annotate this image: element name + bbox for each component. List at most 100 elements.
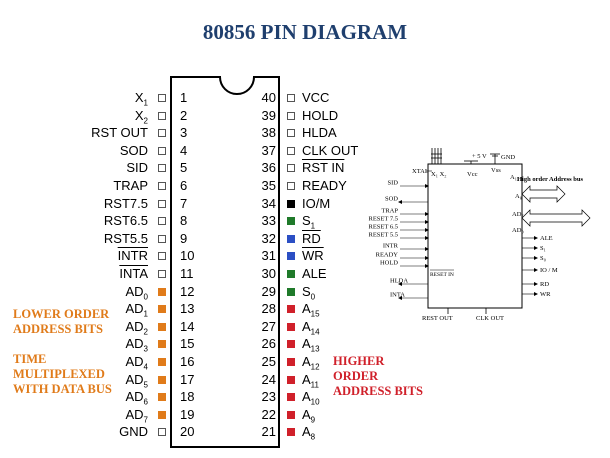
bd-left-signal-6: INTR bbox=[383, 243, 399, 250]
pin-marker-21 bbox=[287, 428, 295, 437]
pin-label-10: INTR bbox=[117, 248, 148, 264]
bd-vss-inside: Vss bbox=[491, 167, 501, 174]
pin-label-40: VCC bbox=[302, 90, 330, 105]
pin-number-39: 39 bbox=[261, 107, 276, 123]
pin-label-26: A13 bbox=[302, 336, 320, 354]
pin-marker-15 bbox=[158, 340, 166, 349]
pin-number-21: 21 bbox=[261, 424, 276, 440]
pin-number-30: 30 bbox=[261, 266, 276, 281]
pin-marker-32 bbox=[287, 234, 295, 243]
pin-number-16: 16 bbox=[180, 354, 195, 369]
pin-label-16: AD4 bbox=[125, 354, 148, 372]
bd-x1x2: X₁ X₂ bbox=[431, 171, 447, 178]
bd-ad7: AD₇ bbox=[512, 211, 524, 218]
pin-label-38: HLDA bbox=[302, 125, 337, 141]
pin-number-3: 3 bbox=[180, 125, 188, 141]
pin-marker-23 bbox=[287, 393, 295, 402]
pin-label-29: S0 bbox=[302, 283, 316, 302]
chip-top-edge-right bbox=[253, 76, 280, 78]
bd-right-signal-0: ALE bbox=[540, 235, 553, 242]
pin-number-35: 35 bbox=[261, 178, 276, 193]
pin-number-7: 7 bbox=[180, 195, 188, 211]
bd-left-signal-5: RESET 5.5 bbox=[369, 232, 399, 239]
bd-high-bus-arrow bbox=[521, 185, 566, 203]
pin-label-14: AD2 bbox=[125, 318, 148, 337]
pin-marker-35 bbox=[287, 182, 295, 190]
pin-marker-24 bbox=[287, 375, 295, 384]
pin-label-17: AD5 bbox=[125, 371, 148, 390]
pin-number-8: 8 bbox=[180, 213, 188, 229]
pin-label-39: HOLD bbox=[302, 107, 339, 123]
pin-number-31: 31 bbox=[261, 248, 276, 264]
pin-number-23: 23 bbox=[261, 389, 276, 405]
bd-left-output-0: HLDA bbox=[390, 278, 408, 285]
bd-right-signal-2: S₀ bbox=[540, 255, 546, 262]
pin-label-31: WR bbox=[302, 248, 324, 264]
pin-label-24: A11 bbox=[302, 371, 319, 390]
pin-number-26: 26 bbox=[261, 336, 276, 352]
pin-label-2: X2 bbox=[134, 107, 148, 126]
pin-marker-39 bbox=[287, 111, 295, 120]
pin-number-32: 32 bbox=[261, 230, 276, 246]
pin-marker-31 bbox=[287, 252, 295, 261]
pin-number-10: 10 bbox=[180, 248, 195, 264]
bd-ad0: AD₀ bbox=[512, 227, 524, 234]
bd-right-signal-4: RD bbox=[540, 281, 549, 288]
chip-notch bbox=[219, 76, 255, 95]
pin-number-12: 12 bbox=[180, 283, 195, 299]
bd-left-signal-4: RESET 6.5 bbox=[369, 224, 399, 231]
pin-marker-17 bbox=[158, 375, 166, 384]
pin-label-22: A9 bbox=[302, 406, 316, 425]
pin-label-37: CLK OUT bbox=[302, 142, 359, 158]
bd-vcc: + 5 V bbox=[472, 153, 487, 160]
pin-marker-9 bbox=[158, 234, 166, 243]
pin-number-2: 2 bbox=[180, 107, 188, 123]
pin-number-20: 20 bbox=[180, 424, 195, 440]
pin-marker-26 bbox=[287, 340, 295, 349]
pin-marker-40 bbox=[287, 94, 295, 102]
pin-number-27: 27 bbox=[261, 318, 276, 334]
bd-xtal: XTAL bbox=[412, 168, 429, 175]
pin-number-38: 38 bbox=[261, 125, 276, 141]
pin-number-15: 15 bbox=[180, 336, 195, 352]
chip-body bbox=[170, 76, 280, 448]
pin-label-11: INTA bbox=[119, 266, 148, 281]
pin-number-19: 19 bbox=[180, 406, 195, 422]
pin-label-35: READY bbox=[302, 178, 347, 193]
pin-marker-20 bbox=[158, 428, 166, 437]
pin-label-21: A8 bbox=[302, 424, 316, 442]
pin-label-27: A14 bbox=[302, 318, 320, 337]
pin-label-1: X1 bbox=[134, 90, 148, 108]
pin-label-7: RST7.5 bbox=[103, 195, 148, 211]
pin-number-22: 22 bbox=[261, 406, 276, 422]
note-time-multiplexed: TIME MULTIPLEXED WITH DATA BUS bbox=[13, 352, 112, 396]
pin-marker-34 bbox=[287, 199, 295, 208]
pin-label-23: A10 bbox=[302, 389, 320, 407]
pin-number-1: 1 bbox=[180, 90, 188, 105]
pin-label-19: AD7 bbox=[125, 406, 148, 425]
pin-label-18: AD6 bbox=[125, 389, 148, 407]
pin-marker-18 bbox=[158, 393, 166, 402]
block-diagram: XTAL + 5 V GND X₁ X₂ Vcc Vss A₁₅ A₈ High… bbox=[369, 148, 591, 322]
pin-marker-30 bbox=[287, 270, 295, 278]
pin-marker-27 bbox=[287, 322, 295, 331]
pin-number-14: 14 bbox=[180, 318, 195, 334]
pin-number-36: 36 bbox=[261, 160, 276, 176]
pin-number-5: 5 bbox=[180, 160, 188, 176]
bd-a8: A₈ bbox=[515, 193, 522, 200]
pin-label-9: RST5.5 bbox=[103, 230, 148, 246]
bd-left-output-1: INTA bbox=[390, 292, 405, 299]
pin-marker-10 bbox=[158, 252, 166, 261]
pin-number-9: 9 bbox=[180, 230, 188, 246]
page-title: 80856 PIN DIAGRAM bbox=[202, 20, 408, 44]
pin-marker-28 bbox=[287, 305, 295, 314]
pin-number-24: 24 bbox=[261, 371, 276, 387]
pin-label-12: AD0 bbox=[125, 283, 148, 302]
block-body bbox=[427, 163, 523, 309]
bd-left-signal-0: SID bbox=[388, 180, 399, 187]
pin-marker-6 bbox=[158, 182, 166, 190]
pin-marker-13 bbox=[158, 305, 166, 314]
bd-left-signal-3: RESET 7.5 bbox=[369, 216, 399, 223]
pin-number-40: 40 bbox=[261, 90, 276, 105]
bd-right-signal-1: S₁ bbox=[540, 245, 546, 252]
